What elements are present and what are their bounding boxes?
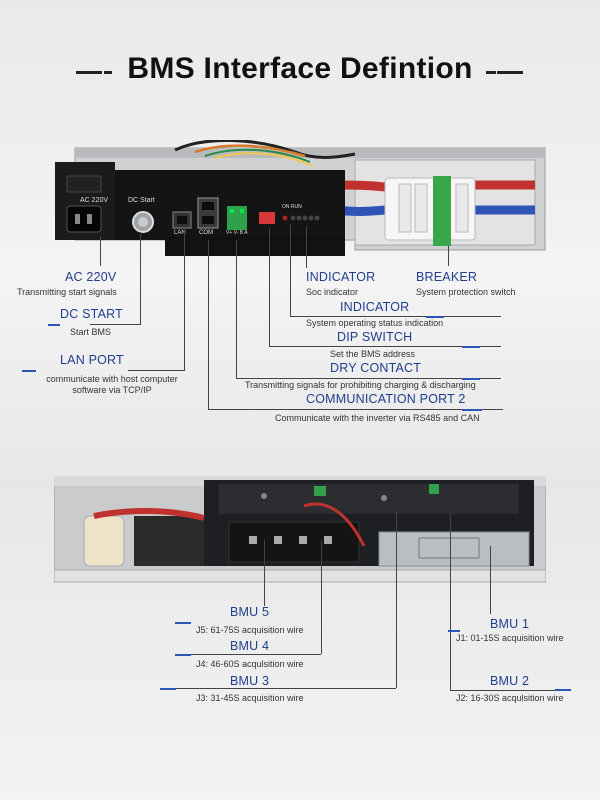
leader-status <box>290 224 291 316</box>
leader-bmu2-h <box>450 690 570 691</box>
callout-soc-indicator-label: INDICATOR <box>306 270 376 284</box>
title-dash-right <box>486 71 496 74</box>
callout-ac-label: AC 220V <box>65 270 117 284</box>
callout-dc-start-bar <box>48 324 60 326</box>
leader-dip-h <box>269 346 501 347</box>
leader-com <box>208 240 209 409</box>
callout-status-indicator-bar <box>426 316 444 318</box>
callout-breaker-desc: System protection switch <box>416 287 516 297</box>
callout-lan-desc: communicate with host computer software … <box>46 374 178 395</box>
callout-dc-start-label: DC START <box>60 307 123 321</box>
title-dash-right-long <box>497 71 523 74</box>
leader-bmu3 <box>396 512 397 688</box>
leader-com-h <box>208 409 503 410</box>
callout-com2-desc: Communicate with the inverter via RS485 … <box>275 413 480 423</box>
callout-bmu1-desc: J1: 01-15S acquisition wire <box>456 633 564 643</box>
title-dash-left-long <box>104 71 112 74</box>
callout-status-indicator-desc: System operating status indication <box>306 318 444 328</box>
callout-bmu3-label: BMU 3 <box>230 674 270 688</box>
panel-label-com: COM <box>199 230 213 236</box>
callout-com2-label: COMMUNICATION PORT 2 <box>306 392 466 406</box>
bms-internal-image <box>54 476 546 583</box>
callout-dry-label: DRY CONTACT <box>330 361 422 375</box>
leader-dc-start <box>140 232 141 324</box>
leader-lan-h <box>128 370 185 371</box>
panel-label-dip: ON RUN <box>282 204 302 210</box>
callout-bmu2-label: BMU 2 <box>490 674 530 688</box>
callout-bmu2-bar <box>555 689 571 691</box>
callout-bmu3-bar <box>160 688 176 690</box>
callout-dip-desc: Set the BMS address <box>330 349 416 359</box>
panel-label-dry-contact-pins: V+ V- B A <box>226 230 248 236</box>
leader-soc <box>306 226 307 268</box>
callout-soc-indicator-desc: Soc indicator <box>306 287 359 297</box>
callout-dc-start-desc: Start BMS <box>70 327 112 337</box>
callout-lan-bar <box>22 370 36 372</box>
callout-bmu1-label: BMU 1 <box>490 617 530 631</box>
leader-bmu5 <box>264 540 265 606</box>
callout-ac-desc: Transmitting start signals <box>17 287 117 297</box>
callout-bmu4-bar <box>175 654 191 656</box>
callout-bmu2-desc: J2: 16-30S acqulsition wire <box>456 693 564 703</box>
callout-bmu5-label: BMU 5 <box>230 605 270 619</box>
callout-dip-label: DIP SWITCH <box>337 330 413 344</box>
callout-dry-bar <box>462 378 480 380</box>
leader-breaker <box>448 246 449 266</box>
callout-bmu3-desc: J3: 31-45S acquisition wire <box>196 693 304 703</box>
panel-label-dc-start: DC Start <box>128 197 155 204</box>
bms-front-panel-image <box>55 140 546 256</box>
leader-ac <box>100 236 101 266</box>
title-dash-left <box>76 71 102 74</box>
callout-com2-bar <box>462 409 482 411</box>
leader-dry <box>236 240 237 378</box>
leader-lan <box>184 232 185 370</box>
leader-dry-h <box>236 378 501 379</box>
leader-dip <box>269 228 270 346</box>
callout-bmu4-desc: J4: 46-60S acqulsition wire <box>196 659 304 669</box>
callout-dry-desc: Transmitting signals for prohibiting cha… <box>245 380 476 390</box>
callout-status-indicator-label: INDICATOR <box>340 300 410 314</box>
callout-lan-label: LAN PORT <box>60 353 124 367</box>
panel-label-lan: LAN <box>174 230 186 236</box>
leader-bmu3-h <box>160 688 396 689</box>
page-title: BMS Interface Defintion <box>127 52 473 85</box>
callout-bmu1-bar <box>448 630 460 632</box>
leader-dc-start-h <box>90 324 141 325</box>
leader-bmu2 <box>450 514 451 690</box>
leader-bmu4-h <box>190 654 321 655</box>
panel-label-ac: AC 220V <box>80 197 109 204</box>
leader-status-h <box>290 316 501 317</box>
callout-bmu4-label: BMU 4 <box>230 639 270 653</box>
callout-bmu5-bar <box>175 622 191 624</box>
callout-breaker-label: BREAKER <box>416 270 478 284</box>
leader-bmu1 <box>490 546 491 614</box>
callout-dip-bar <box>462 346 480 348</box>
callout-bmu5-desc: J5: 61-75S acquisition wire <box>196 625 304 635</box>
leader-bmu4 <box>321 540 322 654</box>
